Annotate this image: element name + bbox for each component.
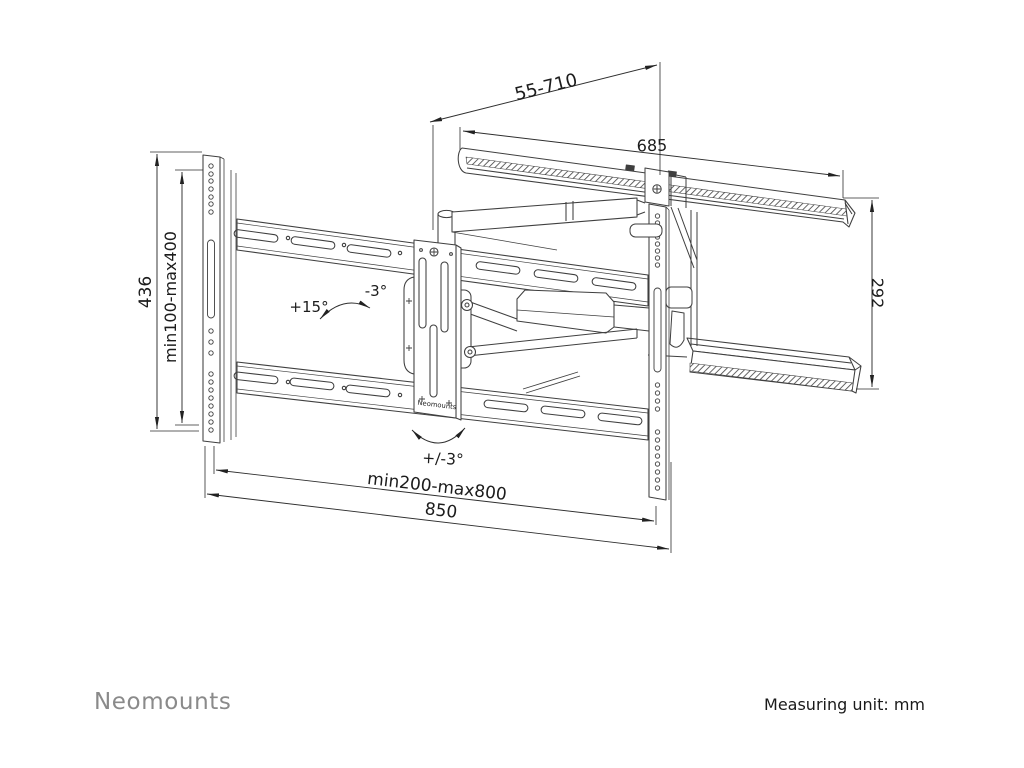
wall-bracket bbox=[644, 167, 698, 358]
arm-pivot-bolts bbox=[460, 298, 477, 359]
label-total-width: 850 bbox=[424, 499, 459, 523]
dim-total-width bbox=[206, 493, 670, 550]
label-total-height: 436 bbox=[136, 276, 156, 308]
label-tilt-down: -3° bbox=[365, 282, 387, 300]
label-wall-plate-height: 292 bbox=[868, 278, 887, 309]
plate-left-cheek bbox=[403, 276, 415, 375]
articulating-arm-lower bbox=[461, 289, 650, 394]
vesa-center-plate: Neomounts bbox=[403, 239, 477, 421]
bracket-screw-icon bbox=[652, 184, 662, 194]
label-level-adjust: +/-3° bbox=[422, 449, 464, 469]
tilt-arc bbox=[319, 300, 371, 320]
dimension-lines bbox=[150, 62, 879, 553]
wall-rail-bottom bbox=[686, 337, 862, 394]
label-wall-plate-width: 685 bbox=[636, 135, 667, 155]
level-arc bbox=[411, 427, 466, 444]
tv-strip-right bbox=[648, 203, 670, 501]
label-extension: 55-710 bbox=[513, 70, 580, 106]
label-tilt-up: +15° bbox=[289, 298, 328, 316]
tv-strip-left bbox=[202, 154, 225, 444]
swivel-post bbox=[437, 209, 456, 247]
left-strip-holes bbox=[207, 163, 215, 433]
brand-logo: Neomounts bbox=[94, 689, 232, 715]
lower-rail-slots bbox=[233, 371, 643, 426]
plate-screw-icon bbox=[419, 247, 453, 406]
arm-clamp bbox=[629, 223, 663, 238]
label-vesa-vertical: min100-max400 bbox=[161, 231, 180, 363]
dim-extension bbox=[429, 64, 658, 123]
upper-rail-slots bbox=[233, 229, 637, 291]
measuring-unit-note: Measuring unit: mm bbox=[764, 695, 925, 714]
articulating-arm-upper bbox=[437, 197, 646, 251]
dimension-labels: 55-710 685 436 min100-max400 292 +15° -3… bbox=[136, 70, 887, 523]
plate-slots bbox=[418, 257, 449, 398]
dim-wall-plate-width bbox=[462, 130, 841, 177]
